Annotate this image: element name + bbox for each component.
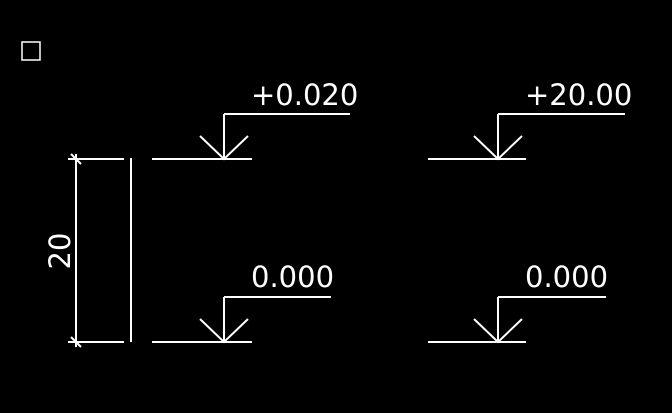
elevation-marker-top-left[interactable]: +0.020 [152,78,358,161]
dimension-tick-top [70,153,82,165]
vertical-dimension: 20 [43,153,124,348]
dimension-tick-bottom [70,336,82,348]
dimension-text: 20 [43,233,77,270]
elevation-marker-bottom-left[interactable]: 0.000 [152,260,334,344]
elevation-marker-top-right[interactable]: +20.00 [428,78,632,161]
elevation-label: +20.00 [525,78,632,112]
selection-checkbox[interactable] [21,41,41,61]
elevation-label: 0.000 [251,260,334,294]
elevation-label: +0.020 [251,78,358,112]
elevation-marker-bottom-right[interactable]: 0.000 [428,260,608,344]
elevation-label: 0.000 [525,260,608,294]
